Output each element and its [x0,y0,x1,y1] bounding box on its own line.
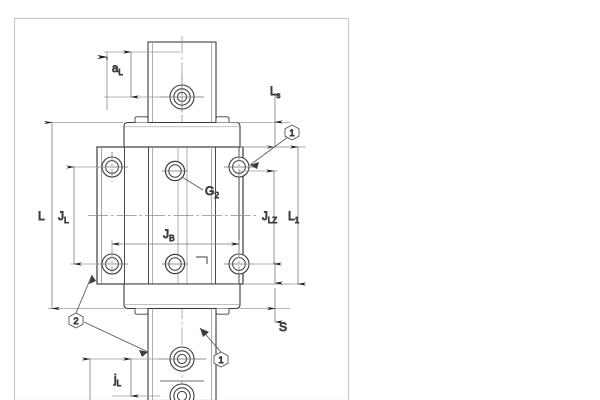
label-a-L: aL [112,63,123,77]
carriage-body [88,146,256,285]
balloon-1b[interactable]: 1 [199,327,229,368]
leader-G-2: G2 [181,176,220,200]
label-j-L: jL [113,374,122,388]
carriage-mounting-hole-top-right [224,152,254,182]
label-J-B: JB [163,227,175,243]
label-S: S [279,320,287,334]
carriage-end-cap-bottom [123,283,241,315]
guide-rail-bottom [147,307,217,400]
label-J-L: JL [58,209,69,225]
label-L-s: Ls [270,86,280,100]
lubrication-bore-top [162,160,188,182]
label-G-2: G2 [205,184,219,200]
dimension-a-L: aL [97,50,180,110]
carriage-end-cap-top [123,116,241,148]
balloon-2-label: 2 [73,316,78,327]
rail-mounting-hole-bottom-1 [158,346,206,372]
balloon-2[interactable]: 2 [68,274,149,357]
balloon-1[interactable]: 1 [249,124,300,169]
rail-mounting-hole-bottom-2 [169,383,195,400]
label-J-LZ: JLZ [262,211,277,225]
dimension-L: L [38,120,124,311]
dimension-S: S [240,262,290,334]
label-L: L [38,209,45,223]
dimension-J-L: JL [58,165,112,266]
label-L-1: L1 [288,209,300,225]
dimension-J-LZ: JLZ [239,169,282,266]
balloon-1-label: 1 [289,128,294,139]
dimension-j-L: jL [82,357,160,400]
balloon-1b-label: 1 [218,355,223,366]
step-detail [196,256,208,264]
lubrication-bore-bottom [162,253,188,275]
dimension-J-B: JB [111,227,240,258]
